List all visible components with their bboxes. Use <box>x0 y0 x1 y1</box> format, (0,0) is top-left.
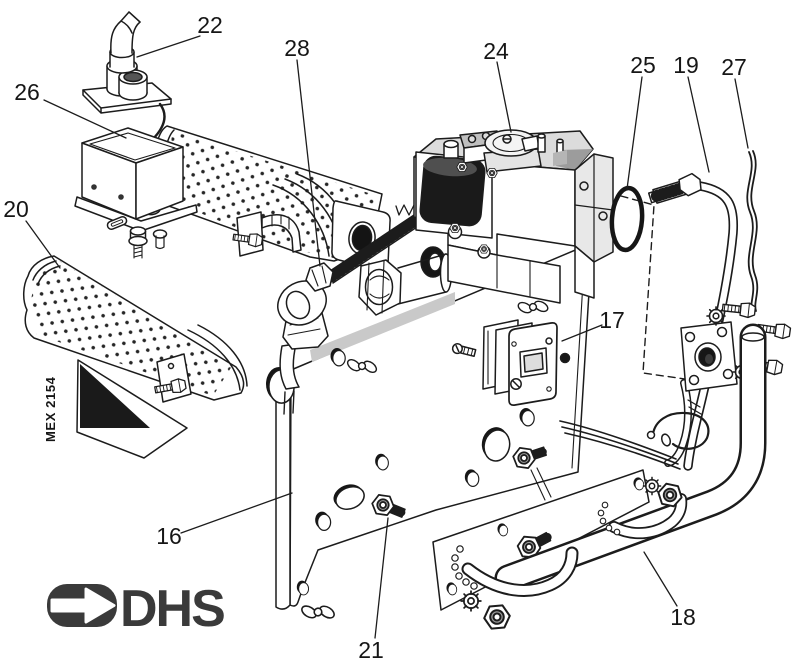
callout-25: 25 <box>630 52 656 78</box>
valve-actuator <box>483 129 542 173</box>
burner-upper-perforations <box>168 131 378 258</box>
burner-lower-dome-seam <box>187 324 248 391</box>
control-box <box>74 127 198 232</box>
leader-25 <box>626 76 643 190</box>
leader-27 <box>734 78 749 149</box>
burner-upper-dome-seam <box>272 184 330 257</box>
leader-17 <box>561 324 603 342</box>
callout-26: 26 <box>14 79 40 105</box>
drawing-ref: MEX 2154 <box>43 376 58 442</box>
burner-feed-pipe-right <box>597 493 688 540</box>
alignment-dashed-line <box>620 195 700 382</box>
leader-lines <box>25 35 749 639</box>
pilot-leads <box>559 379 710 470</box>
callout-20: 20 <box>3 196 29 222</box>
dhs-logo-text: DHS <box>120 580 224 638</box>
tap-threaded-tube <box>325 208 430 284</box>
solenoid-coil <box>419 155 486 227</box>
star-washer <box>460 590 482 612</box>
burner-feed-pipe-left <box>451 545 579 597</box>
leader-19 <box>687 76 710 173</box>
screw <box>451 343 477 358</box>
manifold-assembly <box>432 323 767 631</box>
callout-18: 18 <box>670 604 696 630</box>
supply-pipe <box>494 323 767 592</box>
o-ring <box>609 185 645 253</box>
plenum-shadow <box>80 364 150 428</box>
leader-28 <box>296 59 321 267</box>
burner-bracket-upper <box>231 211 302 257</box>
dhs-arrow-logo-icon <box>47 584 117 627</box>
ignition-electrode-assembly <box>82 11 172 114</box>
sight-glass-assembly <box>451 319 558 406</box>
pipe-fitting <box>647 172 702 204</box>
leader-26 <box>43 99 127 139</box>
manifold-fitting <box>515 531 552 559</box>
callout-22: 22 <box>197 12 223 38</box>
ignition-cables <box>746 150 759 313</box>
dhs-logo: DHS <box>47 580 226 638</box>
pilot-nipple <box>370 493 407 518</box>
leader-20 <box>25 220 61 269</box>
callout-16: 16 <box>156 523 182 549</box>
callout-28: 28 <box>284 35 310 61</box>
callout-24: 24 <box>483 38 509 64</box>
leader-24 <box>496 61 512 133</box>
pilot-flange <box>680 299 792 392</box>
leader-22 <box>136 35 201 58</box>
callout-17: 17 <box>599 307 625 333</box>
callout-21: 21 <box>358 637 384 663</box>
pilot-nipple <box>511 446 548 470</box>
gas-valve <box>413 129 614 304</box>
leader-16 <box>180 492 293 534</box>
plate-shadow-strip <box>310 292 455 362</box>
union-nut-and-pipe <box>358 246 453 316</box>
gas-tap <box>266 208 430 415</box>
leader-18 <box>643 551 678 607</box>
burner-plenum <box>76 359 188 459</box>
callouts: 16 17 18 19 20 21 22 24 25 26 27 28 <box>3 12 747 663</box>
callout-27: 27 <box>721 54 747 80</box>
plate-oval-hole <box>481 427 511 462</box>
small-fasteners <box>106 216 168 259</box>
leader-21 <box>374 517 389 639</box>
burner-bracket-lower <box>153 353 192 403</box>
callout-19: 19 <box>673 52 699 78</box>
grommet <box>559 352 571 364</box>
plate-oval-hole <box>333 484 365 510</box>
wire-loop <box>651 411 710 450</box>
